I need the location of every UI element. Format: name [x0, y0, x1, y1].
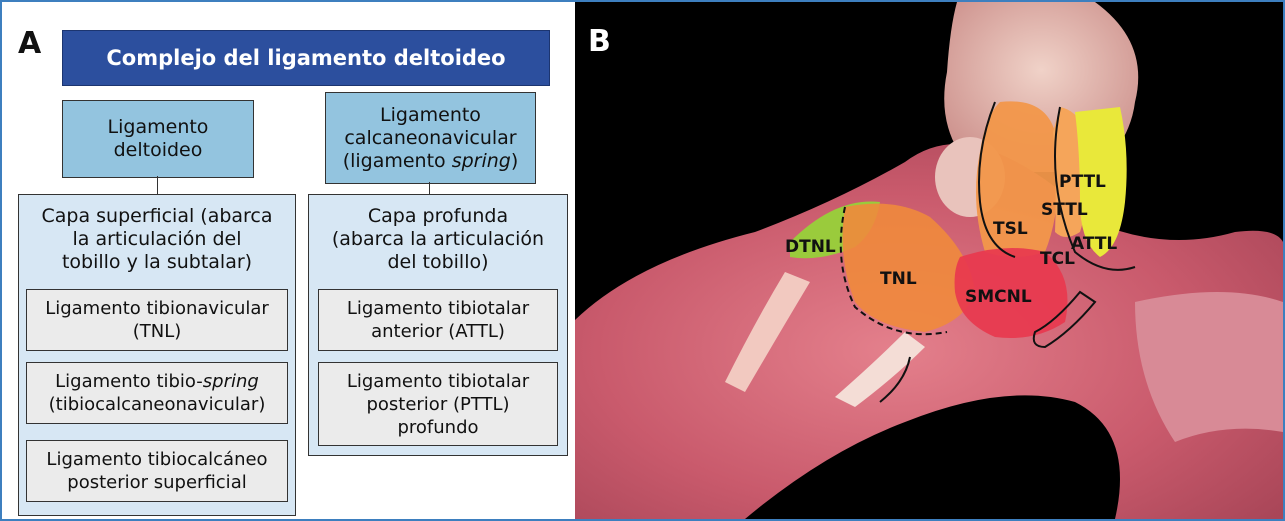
superficial-layer-line2: la articulación del [19, 228, 295, 251]
superficial-layer-title: Capa superficial (abarca la articulación… [19, 205, 295, 274]
tibiocalcaneal-line1: Ligamento tibiocalcáneo [46, 448, 267, 471]
label-smcnl: SMCNL [965, 287, 1032, 307]
spring-header-line3-pre: (ligamento [343, 150, 452, 172]
deep-layer-group: Capa profunda (abarca la articulación de… [308, 194, 568, 456]
label-sttl: STTL [1041, 200, 1088, 220]
deltoid-ligament-box: Ligamento deltoideo [62, 100, 254, 178]
superficial-layer-group: Capa superficial (abarca la articulación… [18, 194, 296, 516]
tnl-item: Ligamento tibionavicular (TNL) [26, 289, 288, 351]
tibiocalcaneal-item: Ligamento tibiocalcáneo posterior superf… [26, 440, 288, 502]
diagram-title: Complejo del ligamento deltoideo [62, 30, 550, 86]
label-tsl: TSL [993, 219, 1028, 239]
attl-item: Ligamento tibiotalar anterior (ATTL) [318, 289, 558, 351]
tibio-spring-line1-em: spring [203, 371, 259, 392]
panel-a-diagram: A Complejo del ligamento deltoideo Ligam… [2, 2, 575, 519]
pttl-item-line1: Ligamento tibiotalar [347, 370, 529, 393]
spring-header-line1: Ligamento [343, 104, 519, 127]
spring-header-line3-em: spring [452, 150, 511, 172]
label-tnl: TNL [880, 269, 917, 289]
deltoid-header-line1: Ligamento [108, 116, 209, 139]
label-attl: ATTL [1071, 234, 1117, 254]
connector-right [429, 182, 430, 194]
pttl-item: Ligamento tibiotalar posterior (PTTL) pr… [318, 362, 558, 446]
superficial-layer-line1: Capa superficial (abarca [19, 205, 295, 228]
tibio-spring-line1: Ligamento tibio-spring [49, 370, 266, 393]
pttl-item-line3: profundo [347, 416, 529, 439]
tibio-spring-line2: (tibiocalcaneonavicular) [49, 393, 266, 416]
deep-layer-title: Capa profunda (abarca la articulación de… [309, 205, 567, 274]
label-tcl: TCL [1040, 249, 1075, 269]
connector-left [157, 176, 158, 194]
ankle-illustration: DTNL TNL TSL SMCNL TCL STTL PTTL ATTL [575, 2, 1283, 519]
label-pttl: PTTL [1059, 172, 1106, 192]
superficial-layer-line3: tobillo y la subtalar) [19, 251, 295, 274]
spring-header-line2: calcaneonavicular [343, 127, 519, 150]
spring-header-line3: (ligamento spring) [343, 150, 519, 173]
attl-item-line2: anterior (ATTL) [347, 320, 529, 343]
panel-a-letter: A [18, 26, 41, 61]
tnl-item-line1: Ligamento tibionavicular [45, 297, 269, 320]
panel-b-letter: B [588, 24, 611, 59]
deltoid-header-line2: deltoideo [108, 139, 209, 162]
spring-header-line3-post: ) [511, 150, 518, 172]
tibiocalcaneal-line2: posterior superficial [46, 471, 267, 494]
tnl-item-line2: (TNL) [45, 320, 269, 343]
deep-layer-line1: Capa profunda [309, 205, 567, 228]
label-dtnl: DTNL [785, 237, 836, 257]
spring-ligament-box: Ligamento calcaneonavicular (ligamento s… [325, 92, 536, 184]
deep-layer-line2: (abarca la articulación [309, 228, 567, 251]
deep-layer-line3: del tobillo) [309, 251, 567, 274]
pttl-item-line2: posterior (PTTL) [347, 393, 529, 416]
panel-b-photo: DTNL TNL TSL SMCNL TCL STTL PTTL ATTL B [575, 2, 1283, 519]
attl-item-line1: Ligamento tibiotalar [347, 297, 529, 320]
tibio-spring-line1-pre: Ligamento tibio- [55, 371, 203, 392]
tibio-spring-item: Ligamento tibio-spring (tibiocalcaneonav… [26, 362, 288, 424]
